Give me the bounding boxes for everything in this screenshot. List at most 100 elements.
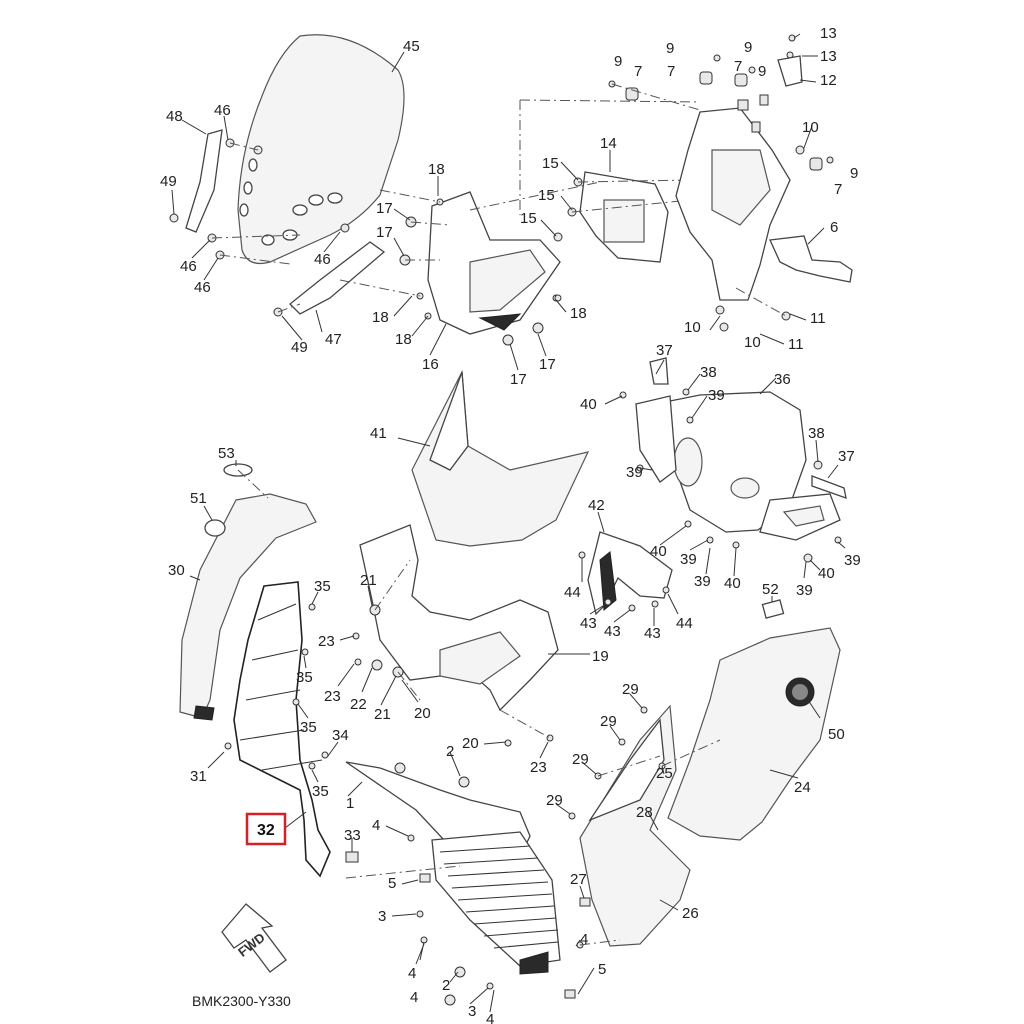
meter-bracket-group [469, 171, 691, 302]
callout-35: 35 [296, 669, 313, 686]
seal-part-52 [761, 599, 785, 619]
callout-39: 39 [694, 573, 711, 590]
callout-24: 24 [794, 779, 811, 796]
callout-35: 35 [314, 578, 331, 595]
inner-frame-group [352, 524, 559, 747]
callout-13: 13 [820, 25, 837, 42]
callout-49: 49 [160, 173, 177, 190]
callout-48: 48 [166, 108, 183, 125]
bracket-part-47 [289, 241, 386, 315]
callout-5: 5 [388, 875, 396, 892]
callout-9: 9 [850, 165, 858, 182]
callout-38: 38 [700, 364, 717, 381]
callout-3: 3 [378, 908, 386, 925]
callout-19: 19 [592, 648, 609, 665]
callout-28: 28 [636, 804, 653, 821]
callout-11: 11 [788, 336, 804, 353]
side-cowl-group [179, 463, 317, 721]
callout-14: 14 [600, 135, 617, 152]
callout-37: 37 [838, 448, 855, 465]
callout-29: 29 [622, 681, 639, 698]
cover-part-42-group [578, 531, 673, 616]
callout-3: 3 [468, 1003, 476, 1020]
callout-9: 9 [614, 53, 622, 70]
callout-46: 46 [214, 102, 231, 119]
callout-1: 1 [346, 795, 354, 812]
callout-21: 21 [374, 706, 391, 723]
callout-29: 29 [600, 713, 617, 730]
callout-30: 30 [168, 562, 185, 579]
grille-part [431, 831, 561, 967]
callout-33: 33 [344, 827, 361, 844]
windscreen-part-45 [237, 34, 405, 265]
callout-45: 45 [403, 38, 420, 55]
callout-23: 23 [318, 633, 335, 650]
screen-bracket-group [339, 189, 561, 346]
callout-11: 11 [810, 310, 826, 327]
fwd-arrow-icon: FWD [221, 903, 287, 973]
callout-52: 52 [762, 581, 779, 598]
callout-38: 38 [808, 425, 825, 442]
meter-group [619, 357, 847, 563]
callout-40: 40 [724, 575, 741, 592]
callout-39: 39 [844, 552, 861, 569]
callout-51: 51 [190, 490, 207, 507]
callout-26: 26 [682, 905, 699, 922]
callout-39: 39 [680, 551, 697, 568]
callout-10: 10 [744, 334, 761, 351]
callout-4: 4 [410, 989, 418, 1006]
callout-9: 9 [744, 39, 752, 56]
callout-17: 17 [376, 224, 393, 241]
callout-4: 4 [580, 931, 588, 948]
callout-37: 37 [656, 342, 673, 359]
callout-18: 18 [372, 309, 389, 326]
callout-15: 15 [542, 155, 559, 172]
frame-part-19 [359, 524, 559, 712]
callout-2: 2 [446, 743, 454, 760]
callout-40: 40 [650, 543, 667, 560]
callout-46: 46 [180, 258, 197, 275]
callout-7: 7 [834, 181, 842, 198]
callout-53: 53 [218, 445, 235, 462]
callout-15: 15 [538, 187, 555, 204]
callout-36: 36 [774, 371, 791, 388]
callout-40: 40 [818, 565, 835, 582]
callout-15: 15 [520, 210, 537, 227]
callout-labels: 45 48 46 49 46 46 46 49 47 18 17 17 18 1… [160, 25, 861, 1024]
callout-43: 43 [604, 623, 621, 640]
callout-21: 21 [360, 572, 377, 589]
highlighted-callout-32[interactable]: 32 [245, 812, 287, 846]
callout-2: 2 [442, 977, 450, 994]
nose-cover-group [411, 369, 590, 547]
callout-35: 35 [300, 719, 317, 736]
callout-17: 17 [376, 200, 393, 217]
callout-9: 9 [666, 40, 674, 57]
callout-29: 29 [546, 792, 563, 809]
callout-6: 6 [830, 219, 838, 236]
callout-44: 44 [676, 615, 693, 632]
callout-10: 10 [802, 119, 819, 136]
callout-23: 23 [530, 759, 547, 776]
highlight-box [245, 812, 287, 846]
callout-39: 39 [708, 387, 725, 404]
callout-43: 43 [644, 625, 661, 642]
callout-10: 10 [684, 319, 701, 336]
callout-22: 22 [350, 696, 367, 713]
callout-39: 39 [796, 582, 813, 599]
inner-panel-part-32 [224, 581, 359, 878]
diagram-code: BMK2300-Y330 [192, 993, 291, 1009]
callout-12: 12 [820, 72, 837, 89]
callout-4: 4 [372, 817, 380, 834]
callout-4: 4 [408, 965, 416, 982]
callout-18: 18 [428, 161, 445, 178]
callout-46: 46 [194, 279, 211, 296]
side-cowl-part-30 [179, 493, 317, 719]
callout-20: 20 [414, 705, 431, 722]
highlighted-part-label: 32 [257, 822, 275, 839]
callout-49: 49 [291, 339, 308, 356]
callout-23: 23 [324, 688, 341, 705]
callout-17: 17 [539, 356, 556, 373]
callout-50: 50 [828, 726, 845, 743]
cowl-part-24 [667, 627, 841, 841]
